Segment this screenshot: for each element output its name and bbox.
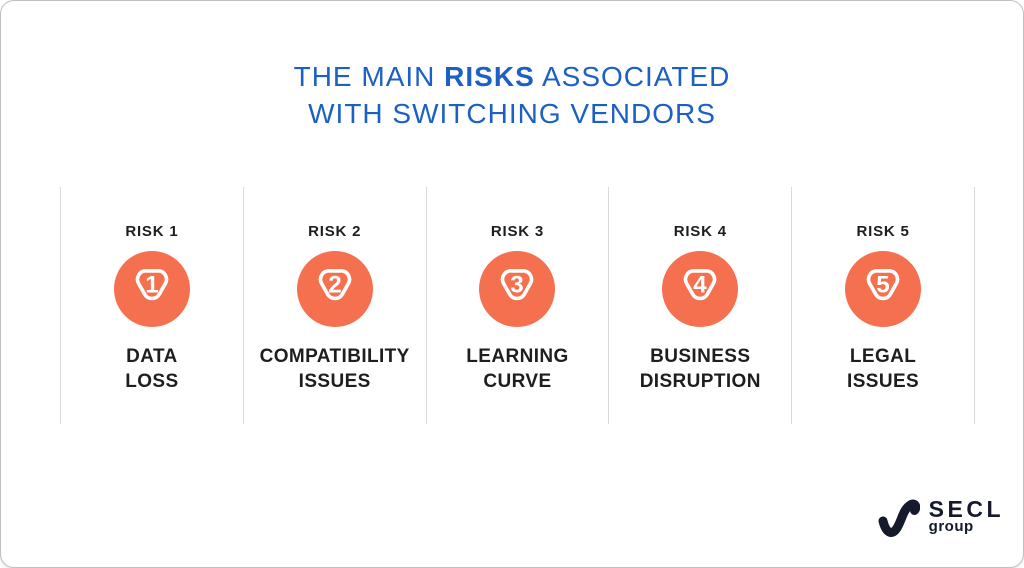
warning-badge: 1 <box>113 251 190 327</box>
secl-logo: SECL group <box>875 492 1004 539</box>
risk-label-line1: COMPATIBILITY <box>259 346 410 367</box>
title-line1-post: ASSOCIATED <box>534 61 731 92</box>
risk-label-line1: LEARNING <box>466 346 569 367</box>
risk-label-line2: DISRUPTION <box>639 371 761 392</box>
rounded-triangle-icon: 1 <box>135 269 169 301</box>
risk-label-line1: LEGAL <box>849 346 917 367</box>
title-line-2: WITH SWITCHING VENDORS <box>308 98 716 129</box>
risk-label-line2: ISSUES <box>847 371 920 392</box>
title-line-1: THE MAIN RISKS ASSOCIATED <box>1 58 1023 95</box>
risk-label-line2: LOSS <box>125 371 179 392</box>
warning-badge: 5 <box>845 251 922 327</box>
risk-label: LEARNING CURVE <box>466 344 568 394</box>
risk-label-line1: DATA <box>126 346 178 367</box>
risk-number: 3 <box>511 271 524 298</box>
risk-column-2: RISK 2 2 COMPATIBILITY ISSUES <box>242 187 426 424</box>
rounded-triangle-icon: 3 <box>501 269 534 301</box>
warning-badge: 2 <box>296 251 373 327</box>
risk-label: DATA LOSS <box>125 344 178 394</box>
risk-tag: RISK 2 <box>308 223 362 240</box>
page-title: THE MAIN RISKS ASSOCIATED WITH SWITCHING… <box>1 58 1023 132</box>
risk-number: 2 <box>328 271 341 298</box>
risk-number: 5 <box>876 271 889 298</box>
risk-tag: RISK 3 <box>490 223 545 240</box>
risks-row: RISK 1 1 DATA LOSS RISK 2 2 COMP <box>60 187 975 424</box>
rounded-triangle-icon: 4 <box>684 269 717 301</box>
title-line1-pre: THE MAIN <box>293 61 445 92</box>
logo-text: SECL group <box>928 495 1004 535</box>
secl-swoosh-icon <box>875 492 920 539</box>
risk-column-4: RISK 4 4 BUSINESS DISRUPTION <box>608 187 791 424</box>
risk-tag: RISK 4 <box>673 223 727 240</box>
risk-column-1: RISK 1 1 DATA LOSS <box>60 187 243 424</box>
rounded-triangle-icon: 5 <box>866 269 900 301</box>
logo-name: SECL <box>928 495 1004 522</box>
logo-sub: group <box>928 517 974 535</box>
risk-label-line2: ISSUES <box>298 371 371 392</box>
risk-label: LEGAL ISSUES <box>847 344 919 394</box>
risk-tag: RISK 1 <box>125 223 179 240</box>
risk-label-line2: CURVE <box>483 371 552 392</box>
warning-badge: 3 <box>479 251 556 327</box>
risk-tag: RISK 5 <box>856 223 910 240</box>
risk-label-line1: BUSINESS <box>650 346 751 367</box>
warning-badge: 4 <box>662 251 739 327</box>
risk-column-3: RISK 3 3 LEARNING CURVE <box>425 187 609 424</box>
rounded-triangle-icon: 2 <box>318 269 351 301</box>
risk-number: 4 <box>694 271 708 298</box>
risk-label: BUSINESS DISRUPTION <box>640 344 761 394</box>
title-line1-bold: RISKS <box>444 61 535 92</box>
risk-label: COMPATIBILITY ISSUES <box>260 344 410 394</box>
risk-number: 1 <box>145 271 158 298</box>
risk-column-5: RISK 5 5 LEGAL ISSUES <box>791 187 975 424</box>
